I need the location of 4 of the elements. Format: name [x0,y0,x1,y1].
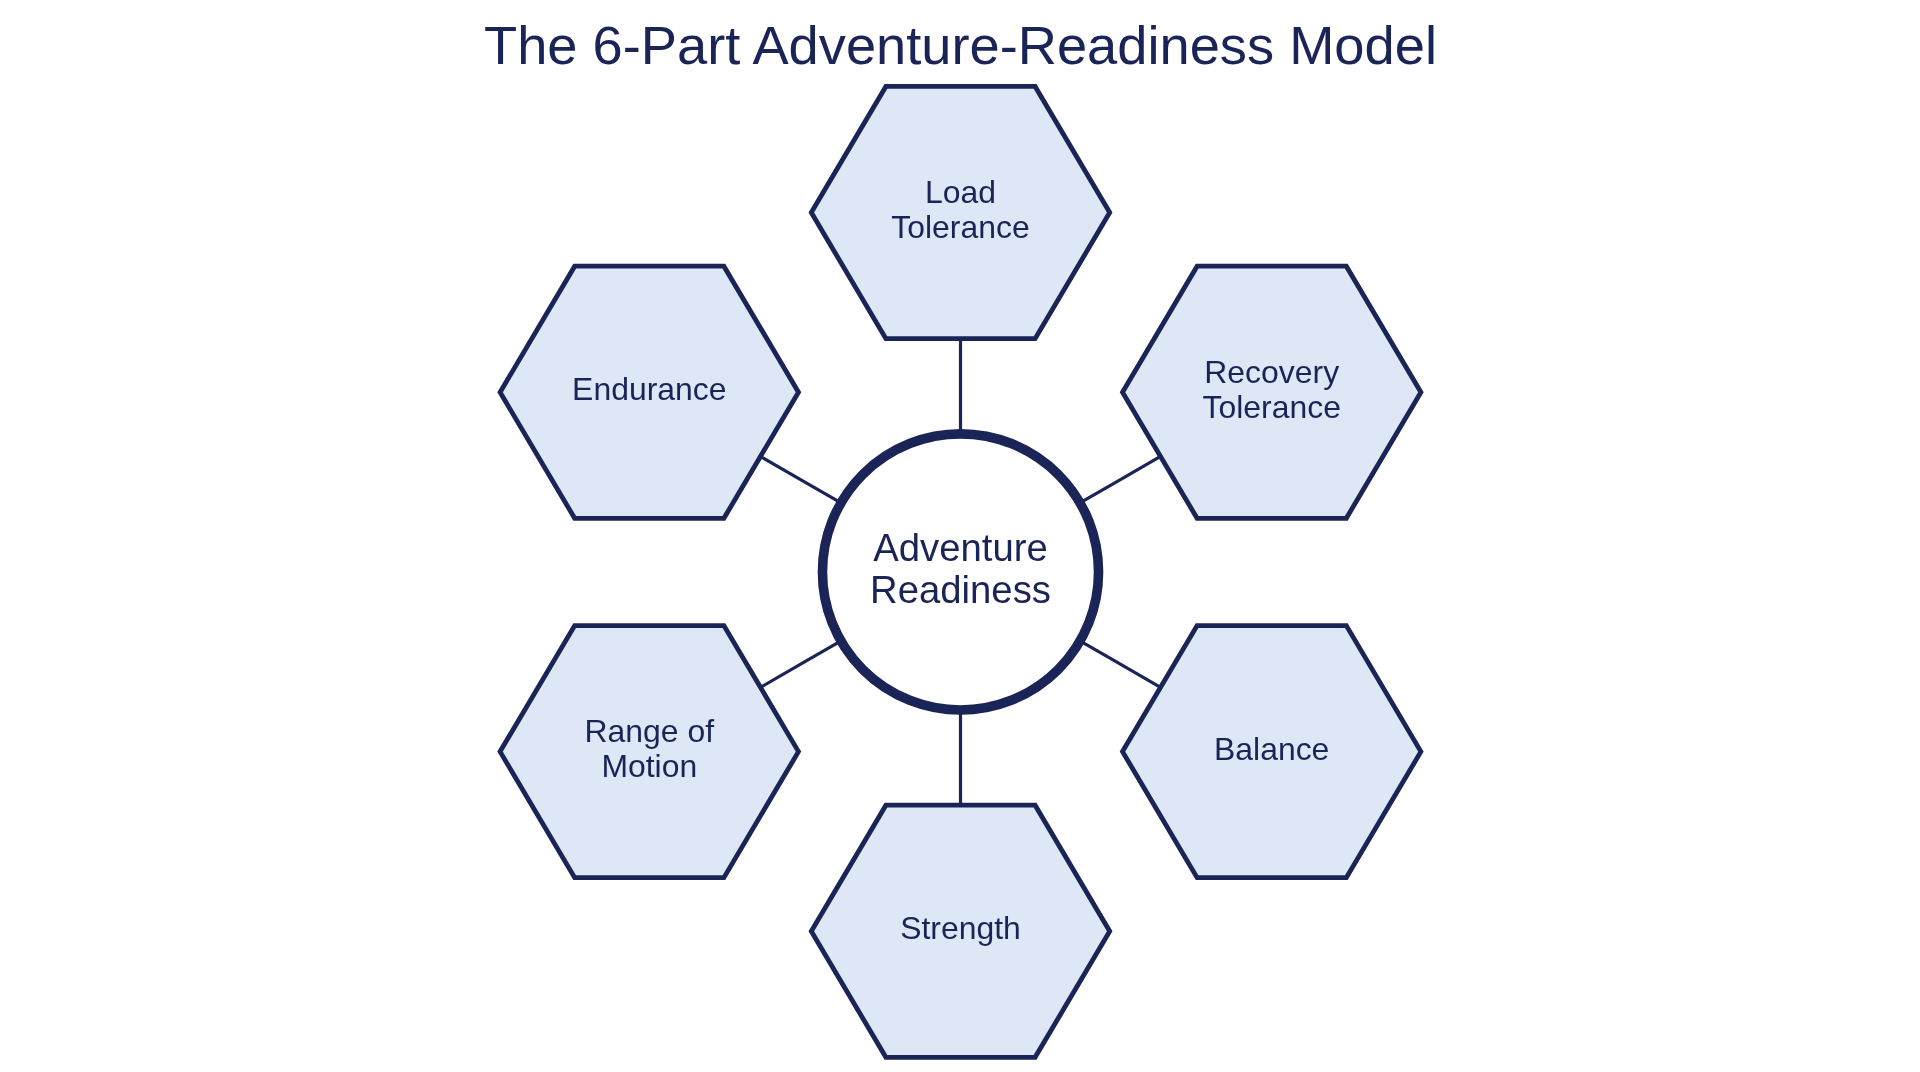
connector [759,455,841,505]
node-circle: Adventure Readiness [817,429,1103,715]
diagram-title: The 6-Part Adventure-Readiness Model [483,15,1437,76]
connector [759,639,841,689]
